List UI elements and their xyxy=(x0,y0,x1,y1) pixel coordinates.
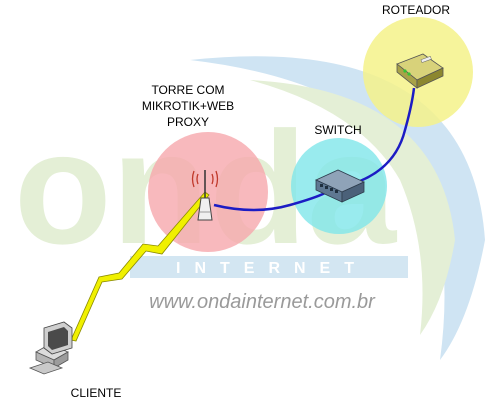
watermark-url: www.ondainternet.com.br xyxy=(149,291,376,313)
watermark-band-text: INTERNET xyxy=(176,260,368,277)
tower-label-line-3: PROXY xyxy=(167,115,209,129)
router-label: ROTEADOR xyxy=(382,3,450,17)
tower-label-line-1: TORRE COM xyxy=(151,83,224,97)
client-label: CLIENTE xyxy=(71,386,122,400)
watermark-band xyxy=(130,256,408,278)
wireless-link-lightning xyxy=(70,191,210,342)
tower-circle xyxy=(148,132,268,252)
antenna-tower-icon xyxy=(191,170,219,221)
switch-icon xyxy=(315,169,365,203)
cable-tower-switch xyxy=(213,191,326,212)
cable-switch-router xyxy=(351,87,416,186)
router-icon xyxy=(396,53,444,89)
tower-label-line-2: MIKROTIK+WEB xyxy=(142,99,234,113)
desktop-computer-icon xyxy=(28,321,73,375)
switch-label: SWITCH xyxy=(314,123,361,137)
watermark-swoosh-blue xyxy=(190,56,485,360)
watermark-swoosh-green xyxy=(250,80,455,335)
